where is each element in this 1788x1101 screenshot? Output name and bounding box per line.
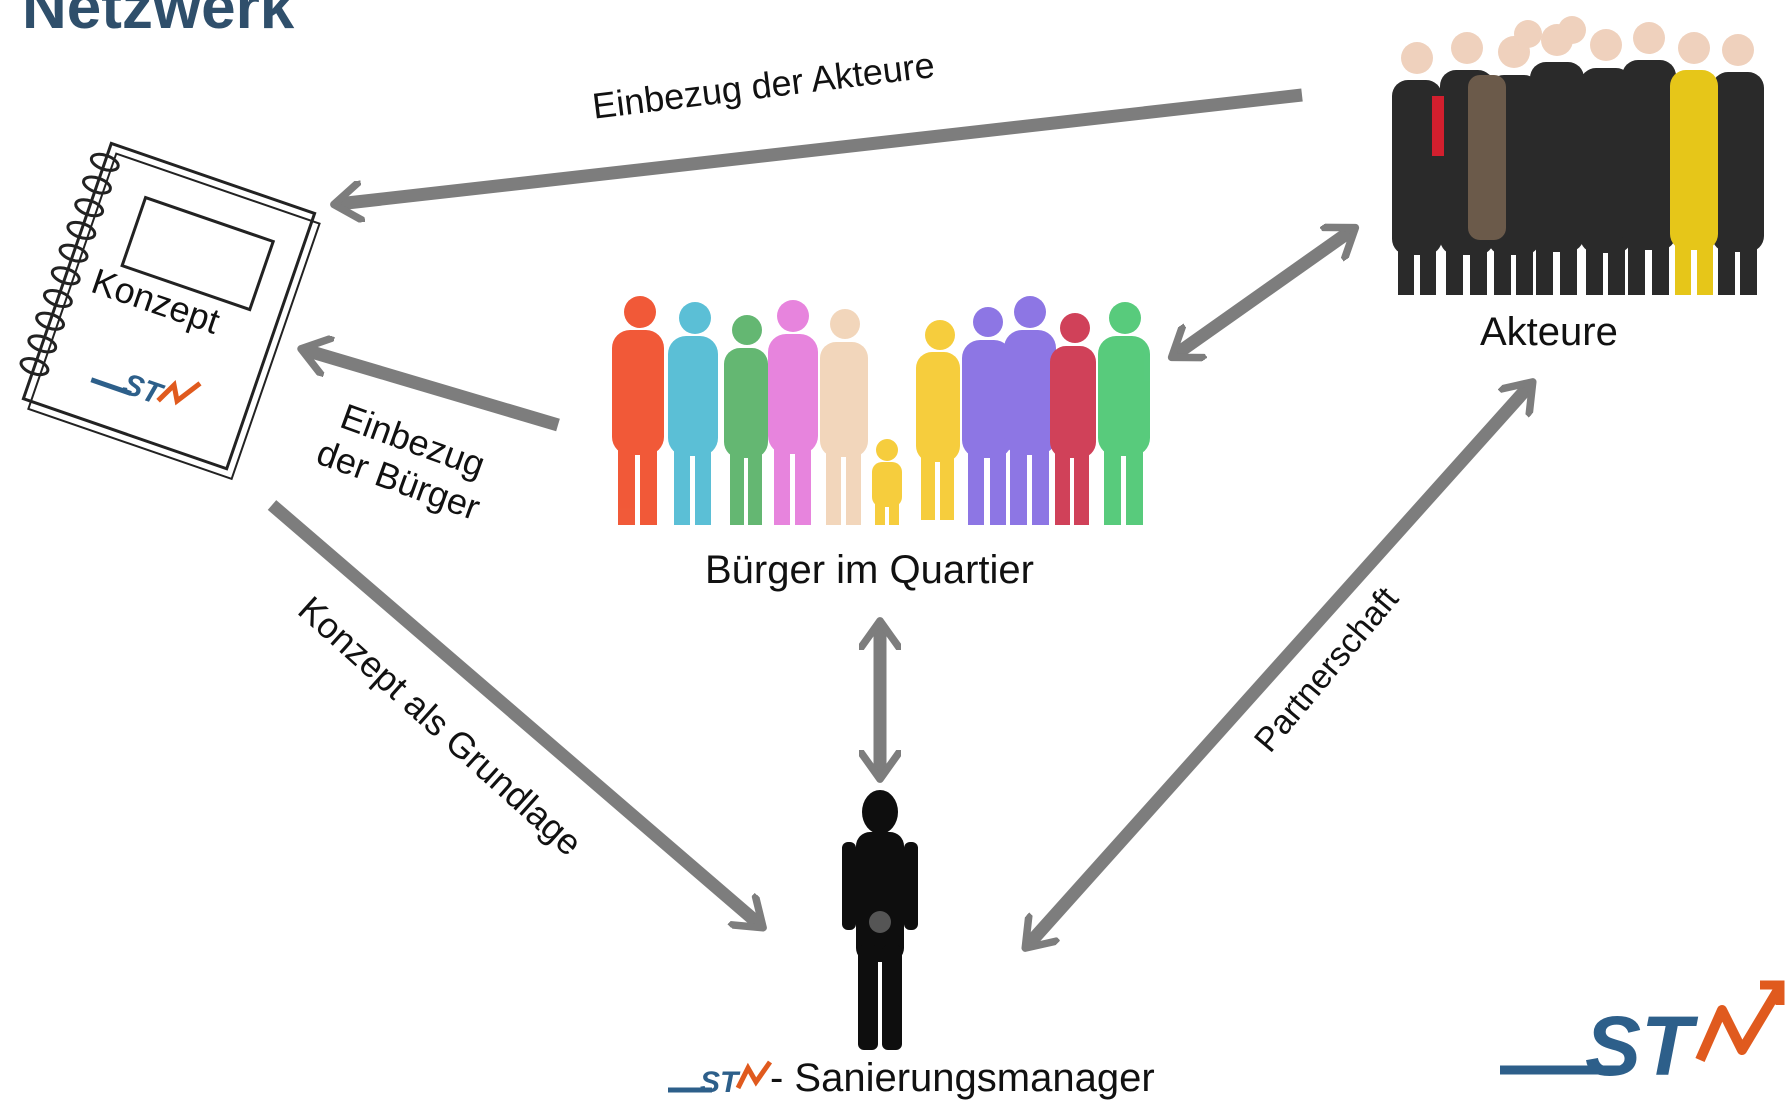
arrow-akteure-buerger (1175, 230, 1352, 355)
page-title: Netzwerk (22, 0, 295, 42)
stw-logo-manager-icon: ST (668, 1060, 773, 1099)
arrow-akteure-manager (1028, 385, 1530, 945)
node-label-buerger: Bürger im Quartier (705, 548, 1034, 592)
svg-text:ST: ST (700, 1066, 741, 1099)
arrow-konzept-to-manager (267, 500, 760, 925)
svg-text:ST: ST (1585, 999, 1699, 1093)
stw-logo-large-icon: ST (1500, 980, 1785, 1093)
akteure-group-photo (1392, 16, 1764, 295)
manager-silhouette-icon (842, 790, 918, 1050)
node-label-akteure: Akteure (1480, 310, 1618, 354)
arrow-buerger-to-konzept (305, 350, 560, 432)
citizens-silhouettes-icon (612, 296, 1150, 525)
arrow-akteure-to-konzept (338, 88, 1303, 204)
node-label-sanierungsmanager: - Sanierungsmanager (770, 1056, 1155, 1100)
konzept-notebook-icon: ST (19, 141, 321, 481)
